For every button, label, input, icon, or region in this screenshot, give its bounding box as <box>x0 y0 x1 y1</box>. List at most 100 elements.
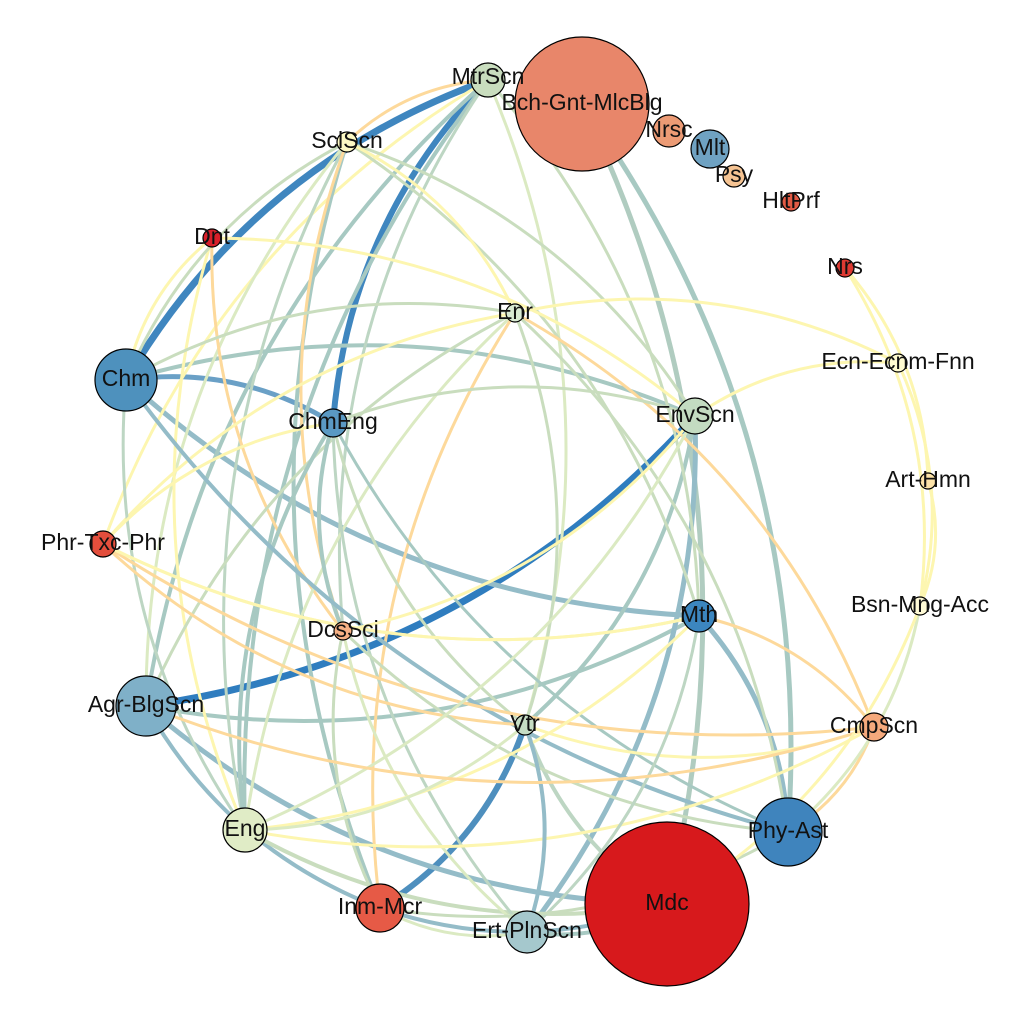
edge-SclScn-Enr <box>345 140 517 315</box>
node-DcsSci[interactable]: DcsSci <box>307 616 379 642</box>
edge-DcsSci-PhyAst <box>341 629 790 834</box>
node-circle-SclScn[interactable] <box>336 131 358 153</box>
node-InmMcr[interactable]: Inm-Mcr <box>338 883 423 933</box>
node-label-CmpScn: CmpScn <box>830 712 918 738</box>
node-label-EcnFnn: Ecn-Ecnm-Fnn <box>821 348 974 374</box>
edge-Vtr-EPS <box>523 723 547 934</box>
edge-BGM-PhyAst <box>579 101 794 835</box>
edge-PTP-CmpScn <box>101 542 876 737</box>
node-Enr[interactable]: Enr <box>497 298 533 324</box>
node-EcnFnn[interactable]: Ecn-Ecnm-Fnn <box>821 348 974 374</box>
edge-EnvScn-Vtr <box>523 414 697 727</box>
node-label-ChmEng: ChmEng <box>288 408 377 434</box>
node-circle-CmpScn[interactable] <box>859 712 889 742</box>
edge-EcnFnn-EnvScn <box>693 360 900 418</box>
node-Chm[interactable]: Chm <box>94 348 158 412</box>
node-Vtr[interactable]: Vtr <box>510 710 540 736</box>
edge-Dnt-EnvScn <box>210 236 697 418</box>
edge-MtrScn-SclScn <box>345 78 490 144</box>
node-EnvScn[interactable]: EnvScn <box>655 397 735 435</box>
node-label-Mdc: Mdc <box>645 889 688 915</box>
node-circle-ChmEng[interactable] <box>318 408 348 438</box>
node-label-Enr: Enr <box>497 298 533 324</box>
node-circle-Enr[interactable] <box>505 303 525 323</box>
node-circle-MtrScn[interactable] <box>470 62 506 98</box>
edge-BMA-Nrs <box>843 266 926 608</box>
node-Psy[interactable]: Psy <box>715 161 754 188</box>
edge-ABS-EnvScn <box>142 412 699 710</box>
edge-Chm-EnvScn <box>124 343 697 418</box>
node-circle-BGM[interactable] <box>514 36 650 172</box>
edge-Chm-Enr <box>124 302 517 382</box>
edge-Dnt-Eng <box>172 236 247 832</box>
node-circle-EnvScn[interactable] <box>676 397 714 435</box>
edge-EPS-Mth <box>525 614 701 934</box>
node-circle-Psy[interactable] <box>722 164 746 188</box>
node-circle-EPS[interactable] <box>505 910 549 954</box>
node-label-Nrsc: Nrsc <box>645 116 692 142</box>
node-circle-Chm[interactable] <box>94 348 158 412</box>
node-CmpScn[interactable]: CmpScn <box>830 712 918 742</box>
node-label-BGM: Bch-Gnt-MlcBlg <box>501 89 662 115</box>
edge-DcsSci-InmMcr <box>331 629 382 910</box>
node-circle-ABS[interactable] <box>115 675 177 737</box>
node-circle-Vtr[interactable] <box>514 714 536 736</box>
edge-Chm-PhyAst <box>124 378 790 834</box>
edge-ChmEng-MtrScn <box>330 77 491 426</box>
node-label-ABS: Agr-BlgScn <box>88 691 204 717</box>
node-BGM[interactable]: Bch-Gnt-MlcBlg <box>501 36 663 172</box>
edge-ChmEng-Vtr <box>331 421 527 727</box>
edge-MtrScn-Eng <box>242 78 490 832</box>
node-label-BMA: Bsn-Mng-Acc <box>851 591 989 617</box>
node-circle-HltPrf[interactable] <box>781 192 801 212</box>
edge-PTP-ChmEng <box>101 421 335 546</box>
node-circle-DcsSci[interactable] <box>333 621 353 641</box>
node-PhyAst[interactable]: Phy-Ast <box>748 797 829 867</box>
node-Nrs[interactable]: Nrs <box>827 253 863 279</box>
node-label-Eng: Eng <box>225 815 266 841</box>
edge-Enr-Eng <box>243 311 517 832</box>
node-circle-InmMcr[interactable] <box>355 883 405 933</box>
node-circle-BMA[interactable] <box>910 596 930 616</box>
node-circle-Dnt[interactable] <box>202 228 222 248</box>
edge-Eng-EnvScn <box>243 414 697 832</box>
edge-SclScn-ABS <box>144 140 349 708</box>
node-Mth[interactable]: Mth <box>680 599 718 633</box>
node-circle-Mlt[interactable] <box>690 129 730 169</box>
node-circle-Mdc[interactable] <box>584 821 750 987</box>
node-ChmEng[interactable]: ChmEng <box>288 408 378 438</box>
node-circle-Eng[interactable] <box>222 807 268 853</box>
node-label-SclScn: SclScn <box>311 127 383 153</box>
edge-ABS-Mdc <box>143 703 670 907</box>
node-MtrScn[interactable]: MtrScn <box>452 62 525 98</box>
node-HltPrf[interactable]: HltPrf <box>762 187 820 213</box>
node-Mdc[interactable]: Mdc <box>584 821 750 987</box>
edge-SclScn-EnvScn <box>345 140 697 418</box>
edge-SclScn-Mth <box>345 140 701 618</box>
node-circle-PTP[interactable] <box>89 530 117 558</box>
node-BMA[interactable]: Bsn-Mng-Acc <box>851 591 989 617</box>
node-PTP[interactable]: Phr-Txc-Phr <box>41 529 165 558</box>
node-label-EnvScn: EnvScn <box>655 401 734 427</box>
node-Eng[interactable]: Eng <box>222 807 268 853</box>
node-circle-ArtHmn[interactable] <box>919 472 937 490</box>
edge-MtrScn-DcsSci <box>337 78 490 633</box>
node-label-InmMcr: Inm-Mcr <box>338 893 423 919</box>
node-circle-Mth[interactable] <box>682 599 716 633</box>
node-ArtHmn[interactable]: Art-Hmn <box>885 466 971 492</box>
node-Mlt[interactable]: Mlt <box>690 129 730 169</box>
edge-Eng-Vtr <box>243 723 527 832</box>
node-Dnt[interactable]: Dnt <box>194 223 230 249</box>
node-circle-PhyAst[interactable] <box>753 797 823 867</box>
node-circle-Nrs[interactable] <box>835 258 855 278</box>
edge-Chm-Mth <box>123 377 702 619</box>
node-circle-EcnFnn[interactable] <box>888 353 908 373</box>
node-circle-Nrsc[interactable] <box>652 114 686 148</box>
edge-Mth-PTP <box>101 542 701 642</box>
node-ABS[interactable]: Agr-BlgScn <box>88 675 204 737</box>
edge-EnvScn-EPS <box>524 413 698 935</box>
node-SclScn[interactable]: SclScn <box>311 127 383 153</box>
node-Nrsc[interactable]: Nrsc <box>645 114 693 148</box>
node-EPS[interactable]: Ert-PlnScn <box>472 910 582 954</box>
